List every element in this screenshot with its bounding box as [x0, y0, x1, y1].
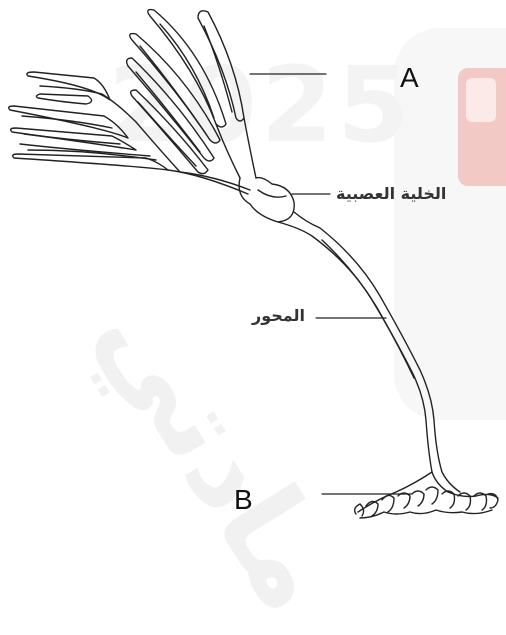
axon-terminals	[355, 472, 498, 518]
neuron-drawing	[0, 0, 506, 526]
cell-body	[239, 178, 294, 222]
axon	[278, 212, 460, 492]
neuron-diagram: 2025 مادتي	[0, 0, 506, 526]
label-axon: المحور	[252, 306, 305, 325]
label-a: A	[400, 62, 419, 94]
label-cell-body: الخلية العصبية	[336, 184, 446, 203]
label-b: B	[234, 484, 253, 516]
dendrites-upper	[127, 10, 256, 178]
